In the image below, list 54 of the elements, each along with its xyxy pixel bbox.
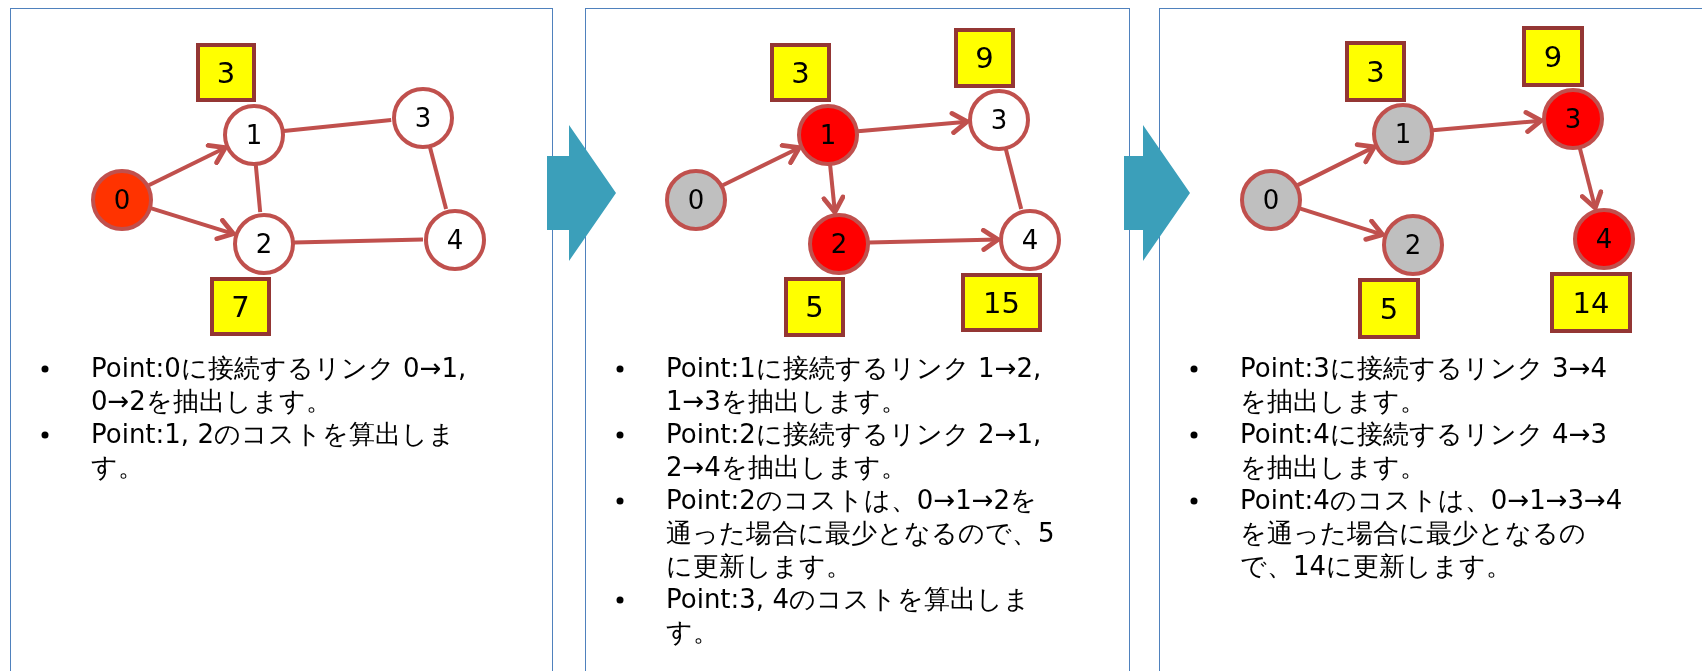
bullet-text: Point:4のコストは、0→1→3→4を通った場合に最少となるので、14に更新します。 <box>1240 485 1623 581</box>
point-circle: 1 <box>797 104 859 166</box>
point-circle: 0 <box>1240 169 1302 231</box>
arrow <box>1296 142 1377 187</box>
point-circle: 4 <box>999 209 1061 271</box>
arrow <box>1299 206 1385 242</box>
link-line <box>1003 148 1024 210</box>
bullet-text: Point:1に接続するリンク 1→2, 1→3を抽出します。 <box>666 353 1042 416</box>
step-panel <box>585 8 1130 671</box>
step-panel <box>10 8 553 671</box>
point-circle: 0 <box>665 169 727 231</box>
link-line <box>253 164 263 213</box>
bullet-text: Point:2のコストは、0→1→2を通った場合に最少となるので、5に更新します。 <box>666 485 1055 581</box>
bullet-text: Point:0に接続するリンク 0→1, 0→2を抽出します。 <box>91 353 467 416</box>
point-circle: 4 <box>1573 208 1635 270</box>
point-circle: 3 <box>968 89 1030 151</box>
arrow <box>1432 110 1544 134</box>
point-circle: 1 <box>1372 103 1434 165</box>
point-circle: 0 <box>91 169 153 231</box>
cost-box: 3 <box>1345 41 1406 102</box>
point-circle: 2 <box>1382 214 1444 276</box>
point-circle: 3 <box>392 87 454 149</box>
cost-box: 15 <box>961 273 1042 332</box>
link-line <box>283 118 392 133</box>
cost-box: 5 <box>1358 278 1420 339</box>
bullet-text: Point:2に接続するリンク 2→1, 2→4を抽出します。 <box>666 419 1042 482</box>
cost-box: 3 <box>196 43 256 102</box>
bullet-text: Point:1, 2のコストを算出します。 <box>91 419 455 482</box>
arrow <box>868 227 1001 252</box>
link-line <box>293 237 424 245</box>
bullet-text: Point:3に接続するリンク 3→4を抽出します。 <box>1240 353 1607 416</box>
step-panel <box>1159 8 1702 671</box>
point-circle: 4 <box>424 209 486 271</box>
bullet-text: Point:4に接続するリンク 4→3を抽出します。 <box>1240 419 1607 482</box>
point-circle: 2 <box>808 213 870 275</box>
block-arrow <box>547 125 616 261</box>
cost-box: 5 <box>784 277 845 337</box>
cost-box: 7 <box>210 277 271 336</box>
point-circle: 3 <box>1542 88 1604 150</box>
link-line <box>427 146 449 210</box>
arrow <box>821 164 846 215</box>
point-circle: 1 <box>223 104 285 166</box>
block-arrow <box>1124 125 1190 261</box>
cost-box: 9 <box>1522 26 1584 87</box>
point-circle: 2 <box>233 213 295 275</box>
bullet-text: Point:3, 4のコストを算出します。 <box>666 584 1030 647</box>
cost-box: 9 <box>954 28 1015 88</box>
arrow <box>857 111 970 135</box>
arrow <box>147 143 228 188</box>
cost-box: 14 <box>1550 272 1632 333</box>
arrow <box>721 143 802 188</box>
arrow <box>1577 147 1604 211</box>
arrow <box>150 206 236 242</box>
cost-box: 3 <box>770 43 831 102</box>
